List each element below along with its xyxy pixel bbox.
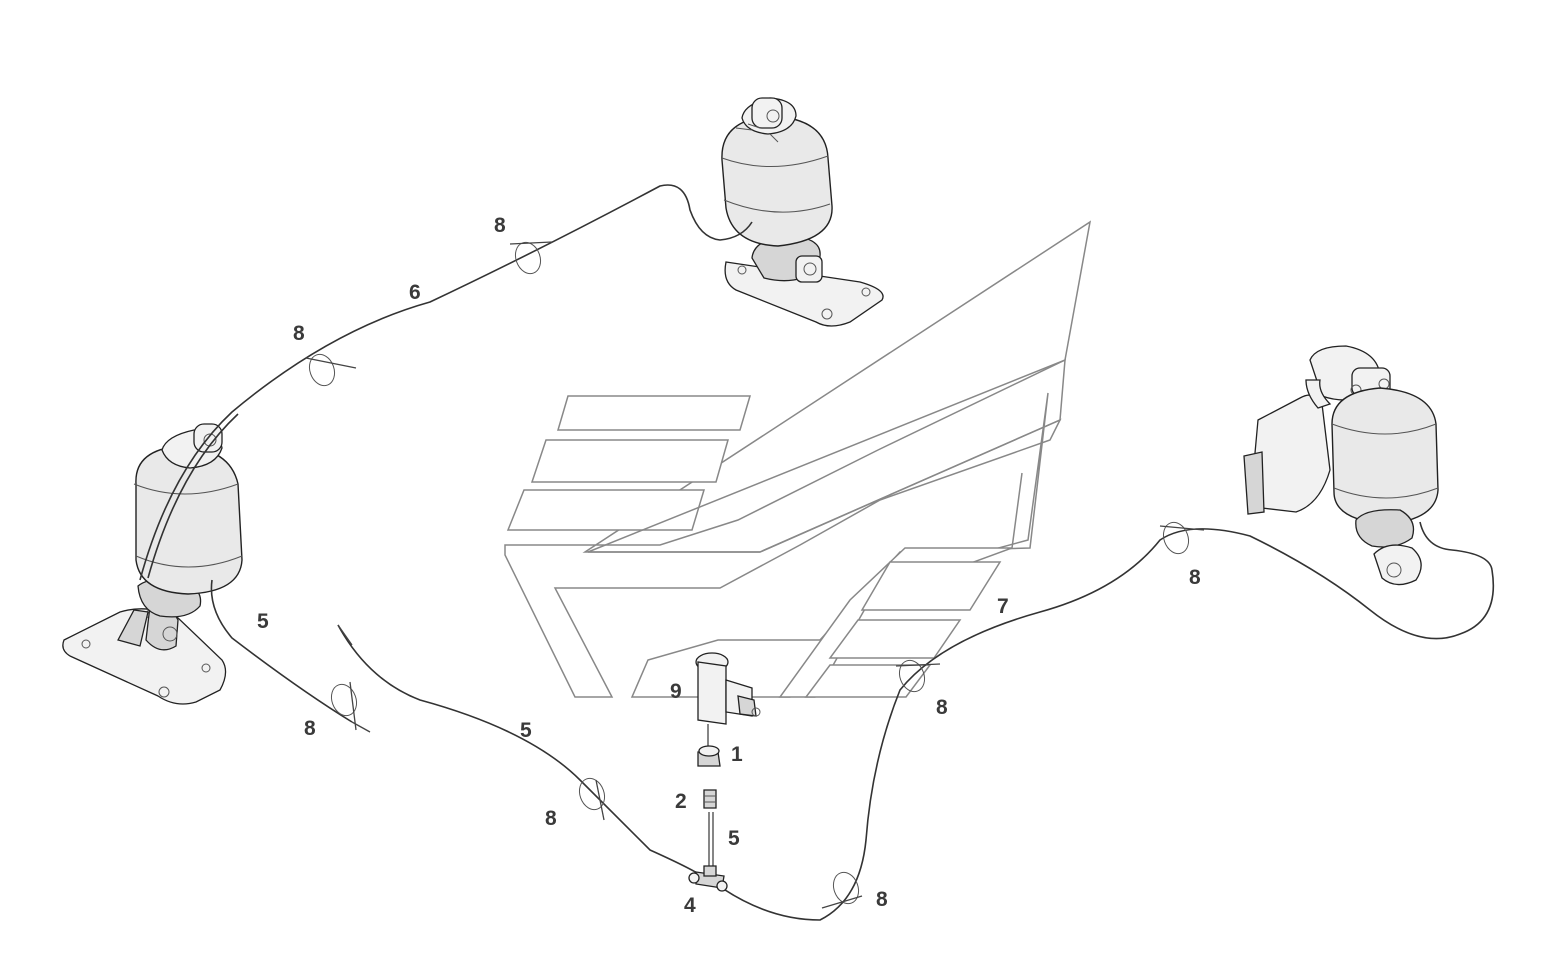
air-spring-top [721,97,884,327]
callout-2: 2 [675,790,687,813]
hose-5-middle [337,624,703,877]
air-spring-right [1243,345,1439,586]
hose-5-right [721,521,1495,921]
clamp-bottom-right [821,871,863,909]
height-valve-assembly [688,652,761,892]
manufacturer-logo-watermark [504,220,1092,698]
clamp-middle [578,777,606,821]
callout-8-left: 8 [304,717,316,740]
callout-8-middle: 8 [545,807,557,830]
callout-8-top: 8 [494,214,506,237]
callout-labels: 9 1 2 5 4 6 7 5 5 8 8 8 8 8 8 8 [257,214,1201,917]
callout-8-far-right: 8 [1189,566,1201,589]
hose-5-left [210,579,353,723]
callout-1: 1 [731,743,743,766]
callout-8-upper-left: 8 [293,322,305,345]
clamp-left [330,681,358,731]
callout-6: 6 [409,281,421,304]
callout-5-left: 5 [257,610,269,633]
clamp-top-1 [509,241,553,275]
clamp-top-2 [305,353,357,387]
callout-8-right: 8 [936,696,948,719]
callout-5-middle: 5 [520,719,532,742]
callout-8-bottom: 8 [876,888,888,911]
callout-7: 7 [997,595,1009,618]
callout-9: 9 [670,680,682,703]
air-spring-left [62,423,243,705]
clamp-right-1 [895,659,941,693]
hoses [139,184,1495,921]
callout-5-valve: 5 [728,827,740,850]
hose-clamps [305,241,1205,909]
hose-6 [139,184,753,581]
callout-4: 4 [684,894,696,917]
clamp-right-2 [1159,521,1205,555]
